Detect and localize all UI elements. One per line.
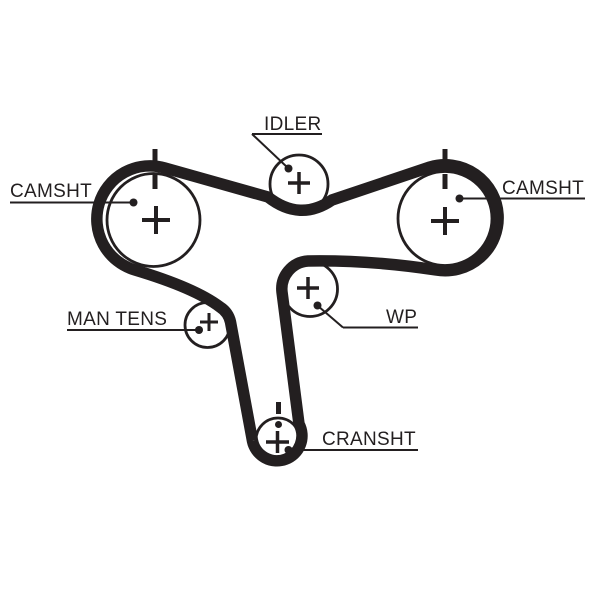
tensioner-center-mark: [200, 313, 218, 331]
camshaft-left-label: CAMSHT: [10, 181, 92, 202]
water-pump-leader-dot: [313, 301, 322, 310]
tensioner-leader-dot: [195, 326, 203, 334]
camshaft-right-label: CAMSHT: [502, 178, 584, 199]
tensioner-label: MAN TENS: [67, 309, 167, 330]
timing-marks: [152, 149, 448, 414]
crankshaft-timing-dot: [275, 421, 282, 428]
water-pump-center-mark: [297, 277, 319, 299]
water-pump-leader-line: [317, 305, 344, 329]
camshaft-right-leader-dot: [455, 194, 464, 203]
camshaft-left-center-mark: [142, 206, 170, 234]
idler-center-mark: [288, 172, 310, 194]
crankshaft-leader-dot: [284, 446, 293, 454]
water-pump-label: WP: [386, 307, 417, 328]
camshaft-right-center-mark: [431, 207, 459, 235]
camshaft-left-leader-dot: [129, 198, 138, 207]
idler-leader-dot: [284, 164, 293, 173]
labels: CAMSHT CAMSHT IDLER MAN TENS WP CRANSHT: [10, 114, 584, 450]
crankshaft-label: CRANSHT: [322, 429, 416, 450]
leader-dots: [129, 164, 464, 454]
idler-label: IDLER: [264, 114, 321, 135]
pulley-center-marks: [142, 172, 459, 453]
crankshaft-center-mark: [266, 431, 289, 453]
leader-lines: [10, 133, 585, 451]
idler-leader-line: [251, 133, 289, 169]
timing-belt: [91, 159, 504, 467]
